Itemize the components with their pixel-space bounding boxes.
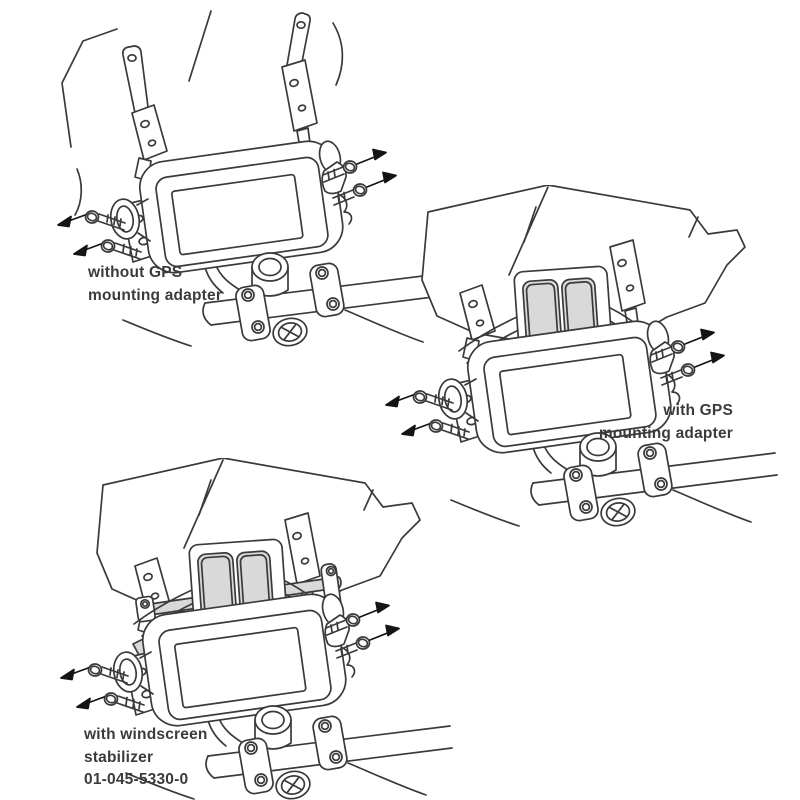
caption-line: mounting adapter <box>598 424 733 442</box>
diagram-without-gps-adapter: without GPS mounting adapter <box>50 5 480 360</box>
caption-line: with windscreen <box>84 726 208 743</box>
diagram-with-gps-adapter: with GPS mounting adapter <box>385 185 800 555</box>
part-number: 01-045-5330-0 <box>84 771 189 788</box>
windscreen-mount-arms <box>122 12 311 114</box>
caption-with-gps-adapter: with GPS mounting adapter <box>599 400 733 445</box>
caption-without-gps-adapter: without GPS mounting adapter <box>88 262 222 307</box>
caption-line: with GPS <box>663 402 733 419</box>
caption-line: mounting adapter <box>88 286 223 304</box>
caption-line: stabilizer <box>84 748 154 766</box>
caption-line: without GPS <box>88 264 183 281</box>
caption-with-windscreen-stabilizer: with windscreen stabilizer 01-045-5330-0 <box>84 724 208 792</box>
diagram-with-windscreen-stabilizer: with windscreen stabilizer 01-045-5330-0 <box>60 458 480 800</box>
